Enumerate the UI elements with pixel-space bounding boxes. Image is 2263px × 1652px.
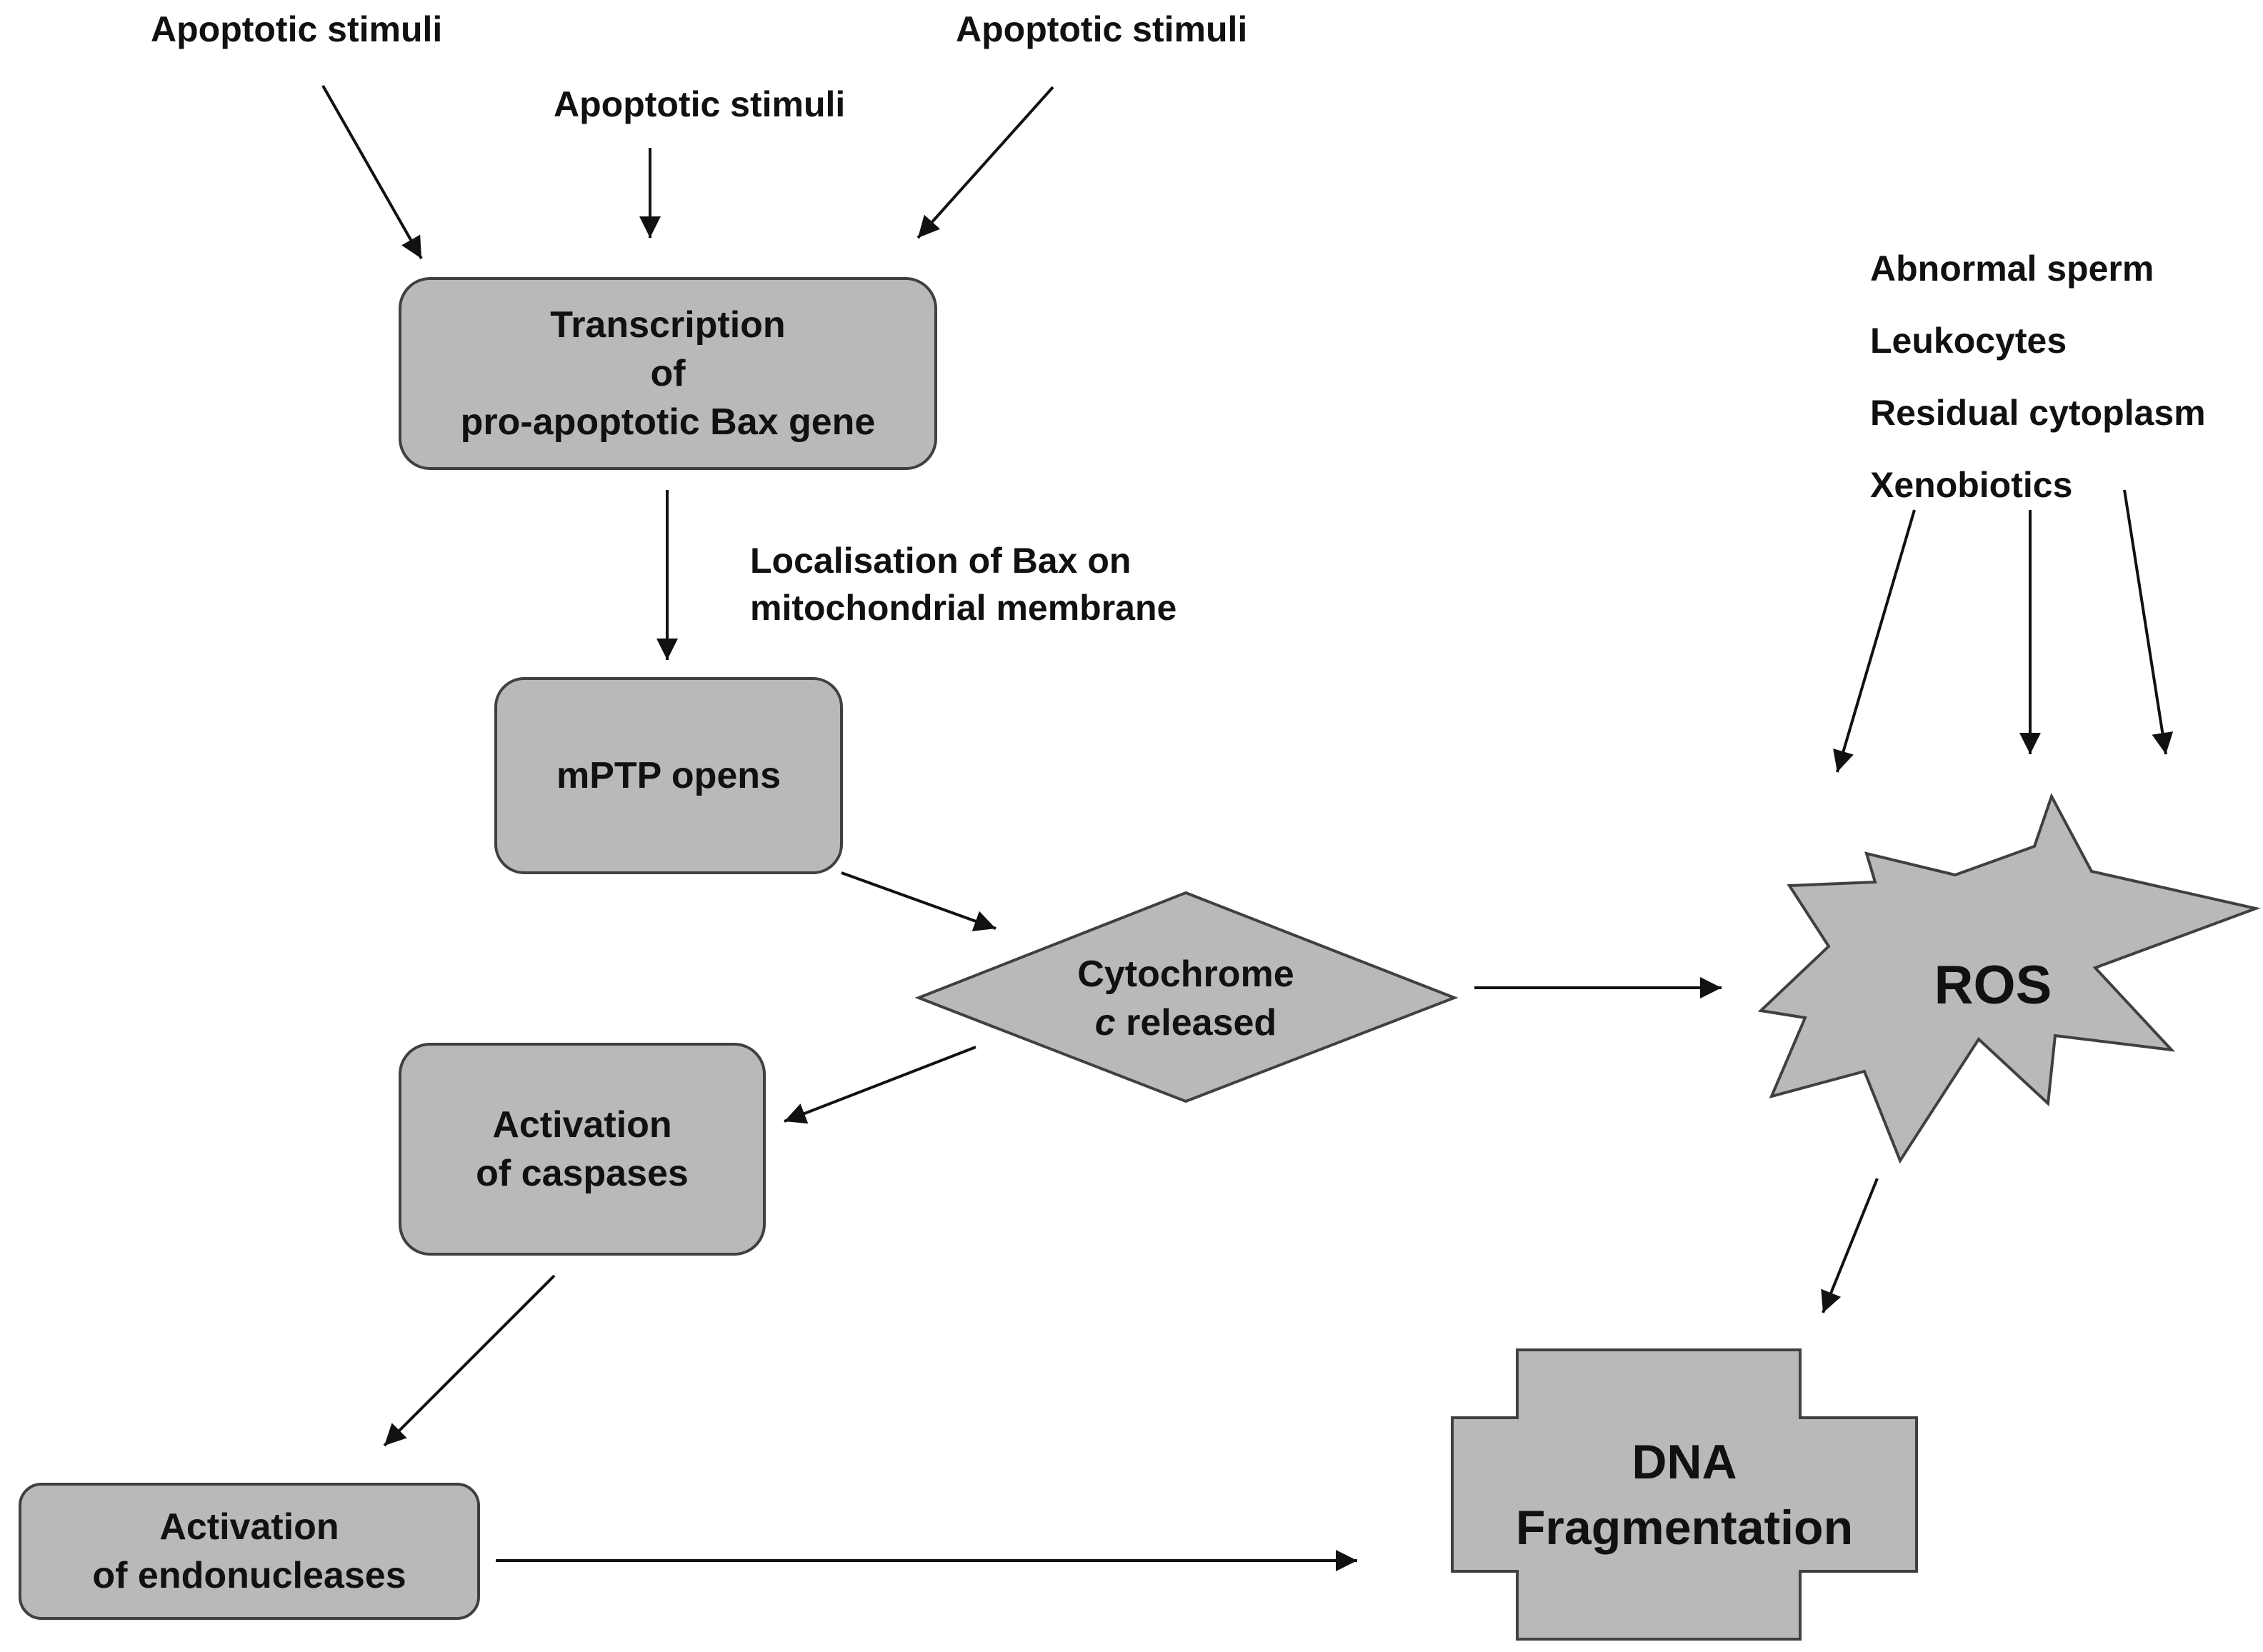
cytochrome-diamond — [914, 891, 1459, 1103]
localisation-line-2: mitochondrial membrane — [750, 588, 1177, 628]
stimuli-label-right: Apoptotic stimuli — [956, 9, 1248, 49]
endonucleases-line-1: Activation — [159, 1506, 339, 1548]
ros-text: ROS — [1857, 943, 2129, 1028]
ros-source-item: Abnormal sperm — [1870, 249, 2154, 289]
ros-source-item: Residual cytoplasm — [1870, 393, 2206, 433]
stimuli-label-left: Apoptotic stimuli — [151, 9, 443, 49]
arrow-ros-to-dna — [1821, 1178, 1879, 1313]
ros-label: ROS — [1934, 955, 2052, 1016]
caspases-line-1: Activation — [492, 1104, 672, 1146]
transcription-box — [399, 277, 937, 470]
transcription-line-1: Transcription — [550, 304, 786, 346]
arrow-caspases-to-endonucleases — [383, 1274, 556, 1447]
caspases-line-2: of caspases — [476, 1153, 689, 1194]
caspases-text: Activation of caspases — [400, 1044, 764, 1254]
cytochrome-line-1: Cytochrome — [1077, 953, 1294, 995]
arrows — [321, 85, 2174, 1571]
ros-source-item: Xenobiotics — [1870, 465, 2073, 505]
arrow-sources-to-ros-1 — [1833, 509, 1916, 773]
arrow-mptp-to-cytochrome — [841, 871, 996, 931]
ros-sources-list: Abnormal sperm Leukocytes Residual cytop… — [1870, 233, 2206, 521]
arrow-cytochrome-to-caspases — [784, 1046, 976, 1124]
dna-line-1: DNA — [1632, 1434, 1737, 1489]
ros-source-item: Leukocytes — [1870, 321, 2067, 361]
cytochrome-c-italic: c — [1094, 1002, 1116, 1043]
endonucleases-box — [19, 1483, 480, 1620]
stimuli-label-center: Apoptotic stimuli — [554, 84, 846, 124]
endonucleases-text: Activation of endonucleases — [20, 1484, 479, 1618]
caspases-box — [399, 1043, 766, 1256]
cytochrome-released: released — [1115, 1002, 1277, 1043]
mptp-box — [494, 677, 843, 874]
dna-text: DNA Fragmentation — [1452, 1350, 1917, 1639]
transcription-line-2: of — [650, 353, 686, 394]
cytochrome-line-2: c released — [1095, 998, 1277, 1047]
mptp-label: mPTP opens — [556, 755, 781, 796]
transcription-line-3: pro-apoptotic Bax gene — [460, 401, 876, 443]
cytochrome-text: Cytochrome c released — [1000, 928, 1372, 1068]
arrow-stimuli-left-to-transcription — [321, 85, 423, 259]
ros-starburst — [1757, 793, 2262, 1164]
dna-fragmentation-cross — [1451, 1348, 1918, 1641]
dna-line-2: Fragmentation — [1515, 1500, 1854, 1555]
localisation-line-1: Localisation of Bax on — [750, 541, 1132, 581]
arrow-stimuli-right-to-transcription — [916, 86, 1054, 239]
mptp-text: mPTP opens — [496, 679, 841, 873]
transcription-text: Transcription of pro-apoptotic Bax gene — [400, 279, 936, 469]
localisation-label: Localisation of Bax on mitochondrial mem… — [750, 537, 1177, 631]
arrow-sources-to-ros-3 — [2123, 489, 2174, 755]
endonucleases-line-2: of endonucleases — [92, 1555, 406, 1596]
